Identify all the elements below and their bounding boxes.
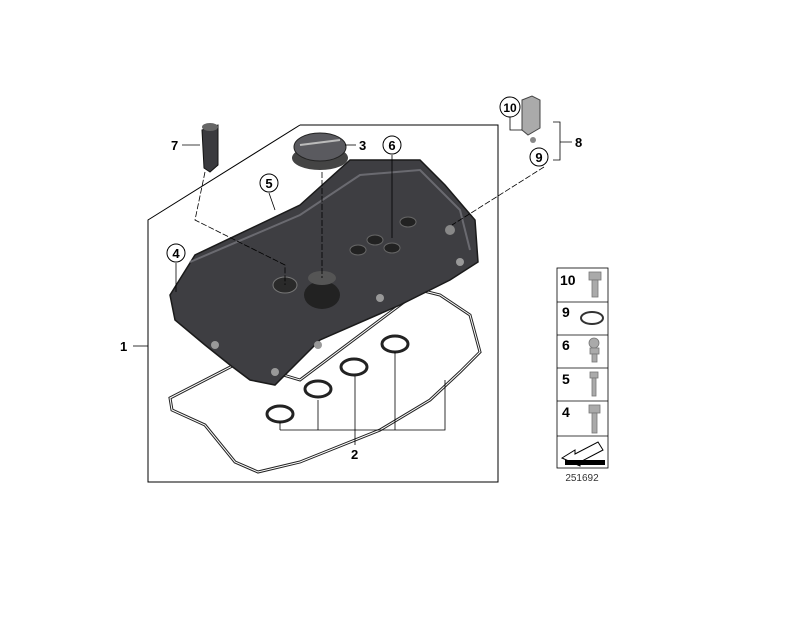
- callout-3: 3: [359, 138, 366, 153]
- o-ring-icon: [580, 311, 604, 325]
- hardware-legend: 10 9 6 5 4: [556, 267, 609, 469]
- direction-arrow-icon: [560, 441, 605, 467]
- cylinder-head-cover: [169, 159, 479, 386]
- sensor-part: [201, 123, 219, 173]
- callout-10: 10: [503, 101, 517, 115]
- callout-9: 9: [535, 150, 542, 165]
- screw-icon: [588, 404, 601, 414]
- callout-7: 7: [171, 138, 178, 153]
- legend-cell-6: 6: [562, 337, 570, 353]
- callout-1: 1: [120, 339, 127, 354]
- ball-stud-icon: [588, 337, 600, 349]
- leader-lines: [133, 117, 572, 445]
- legend-cell-5: 5: [562, 371, 570, 387]
- bracket-part: [521, 95, 541, 143]
- reference-number: 251692: [565, 473, 599, 484]
- stud-icon: [589, 371, 599, 379]
- legend-cell-9: 9: [562, 304, 570, 320]
- callout-5: 5: [265, 176, 272, 191]
- callout-6: 6: [388, 138, 395, 153]
- bolt-icon: [588, 271, 602, 281]
- callout-4: 4: [172, 246, 180, 261]
- legend-cell-4: 4: [562, 404, 570, 420]
- callout-8: 8: [575, 135, 582, 150]
- oil-filler-cap: [292, 132, 348, 170]
- callout-2: 2: [351, 447, 358, 462]
- assembly-frame: [147, 124, 499, 483]
- legend-cell-10: 10: [560, 272, 576, 288]
